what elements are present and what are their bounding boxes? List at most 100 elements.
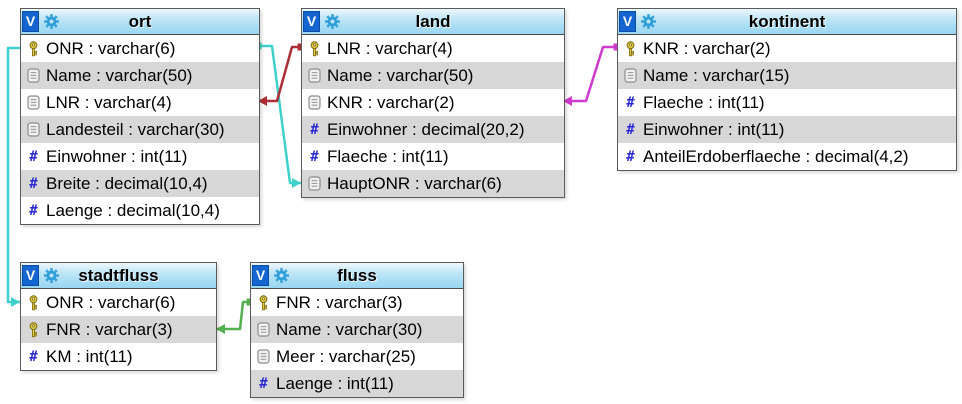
column-label: LNR : varchar(4): [327, 38, 453, 58]
numeric-column-icon: #: [626, 121, 635, 138]
column-label: Name : varchar(30): [276, 319, 423, 339]
table-title: kontinent: [748, 11, 826, 31]
relation-ort-lnr-to-land-lnr: [256, 43, 305, 106]
column-row-kontinent-3[interactable]: # Einwohner : int(11): [618, 116, 956, 143]
relation-arrowhead: [292, 178, 301, 188]
column-row-land-3[interactable]: # Einwohner : decimal(20,2): [302, 116, 564, 143]
column-label: LNR : varchar(4): [46, 92, 172, 112]
table-toggle-button[interactable]: V: [252, 265, 269, 286]
text-column-icon: [307, 176, 322, 191]
column-row-land-5[interactable]: HauptONR : varchar(6): [302, 170, 564, 197]
relation-arrowhead: [216, 324, 225, 334]
column-row-land-2[interactable]: KNR : varchar(2): [302, 89, 564, 116]
table-toggle-button[interactable]: V: [22, 265, 39, 286]
numeric-column-icon: #: [310, 148, 319, 165]
text-column-icon: [623, 68, 638, 83]
column-row-fluss-0[interactable]: FNR : varchar(3): [251, 289, 463, 316]
relation-stadtfluss-fnr-to-fluss-fnr: [214, 298, 254, 334]
text-column-icon: [256, 322, 271, 337]
text-column-icon: [307, 68, 322, 83]
column-row-ort-3[interactable]: Landesteil : varchar(30): [21, 116, 259, 143]
numeric-column-icon: #: [259, 375, 268, 392]
text-column-icon: [26, 122, 41, 137]
column-label: Einwohner : int(11): [46, 146, 188, 166]
column-label: ONR : varchar(6): [46, 38, 176, 58]
column-label: Name : varchar(15): [643, 65, 790, 85]
column-label: Laenge : decimal(10,4): [46, 200, 220, 220]
column-row-ort-1[interactable]: Name : varchar(50): [21, 62, 259, 89]
column-label: ONR : varchar(6): [46, 292, 176, 312]
column-row-land-1[interactable]: Name : varchar(50): [302, 62, 564, 89]
column-label: Meer : varchar(25): [276, 346, 416, 366]
column-label: KNR : varchar(2): [643, 38, 771, 58]
key-icon: [26, 321, 41, 338]
text-column-icon: [307, 95, 322, 110]
key-icon: [623, 40, 638, 57]
column-row-fluss-1[interactable]: Name : varchar(30): [251, 316, 463, 343]
column-label: FNR : varchar(3): [276, 292, 403, 312]
column-row-kontinent-0[interactable]: KNR : varchar(2): [618, 35, 956, 62]
relation-stadtfluss-onr-to-ort-onr: [6, 46, 22, 307]
table-toggle-button[interactable]: V: [303, 11, 320, 32]
column-row-stadtfluss-0[interactable]: ONR : varchar(6): [21, 289, 216, 316]
relation-land-hauptonr-to-ort-onr: [254, 42, 303, 188]
table-options-gear-icon[interactable]: [43, 267, 60, 284]
numeric-column-icon: #: [310, 121, 319, 138]
numeric-column-icon: #: [29, 348, 38, 365]
table-toggle-button[interactable]: V: [619, 11, 636, 32]
column-row-ort-4[interactable]: # Einwohner : int(11): [21, 143, 259, 170]
key-icon: [256, 294, 271, 311]
column-label: AnteilErdoberflaeche : decimal(4,2): [643, 146, 909, 166]
column-row-stadtfluss-1[interactable]: FNR : varchar(3): [21, 316, 216, 343]
column-row-ort-0[interactable]: ONR : varchar(6): [21, 35, 259, 62]
column-label: Name : varchar(50): [327, 65, 474, 85]
column-label: Laenge : int(11): [276, 373, 394, 393]
table-options-gear-icon[interactable]: [324, 13, 341, 30]
table-toggle-button[interactable]: V: [22, 11, 39, 32]
column-row-ort-6[interactable]: # Laenge : decimal(10,4): [21, 197, 259, 224]
column-label: HauptONR : varchar(6): [327, 173, 502, 193]
column-label: Breite : decimal(10,4): [46, 173, 208, 193]
relation-land-knr-to-kontinent-knr: [561, 43, 621, 106]
column-row-fluss-2[interactable]: Meer : varchar(25): [251, 343, 463, 370]
column-row-land-4[interactable]: # Flaeche : int(11): [302, 143, 564, 170]
column-label: FNR : varchar(3): [46, 319, 173, 339]
column-label: KM : int(11): [46, 346, 133, 366]
text-column-icon: [26, 68, 41, 83]
column-row-kontinent-4[interactable]: # AnteilErdoberflaeche : decimal(4,2): [618, 143, 956, 170]
numeric-column-icon: #: [626, 148, 635, 165]
numeric-column-icon: #: [626, 94, 635, 111]
table-options-gear-icon[interactable]: [43, 13, 60, 30]
column-row-stadtfluss-2[interactable]: # KM : int(11): [21, 343, 216, 370]
column-row-fluss-3[interactable]: # Laenge : int(11): [251, 370, 463, 397]
numeric-column-icon: #: [29, 202, 38, 219]
column-row-land-0[interactable]: LNR : varchar(4): [302, 35, 564, 62]
text-column-icon: [26, 95, 41, 110]
text-column-icon: [256, 349, 271, 364]
column-label: Einwohner : decimal(20,2): [327, 119, 525, 139]
column-label: Flaeche : int(11): [327, 146, 449, 166]
column-label: Name : varchar(50): [46, 65, 193, 85]
table-title: land: [415, 11, 451, 31]
column-label: KNR : varchar(2): [327, 92, 455, 112]
column-row-ort-2[interactable]: LNR : varchar(4): [21, 89, 259, 116]
key-icon: [26, 294, 41, 311]
key-icon: [307, 40, 322, 57]
column-row-kontinent-2[interactable]: #Flaeche : int(11): [618, 89, 956, 116]
numeric-column-icon: #: [29, 148, 38, 165]
column-row-kontinent-1[interactable]: Name : varchar(15): [618, 62, 956, 89]
table-options-gear-icon[interactable]: [273, 267, 290, 284]
column-row-ort-5[interactable]: #Breite : decimal(10,4): [21, 170, 259, 197]
column-label: Einwohner : int(11): [643, 119, 785, 139]
table-options-gear-icon[interactable]: [640, 13, 657, 30]
